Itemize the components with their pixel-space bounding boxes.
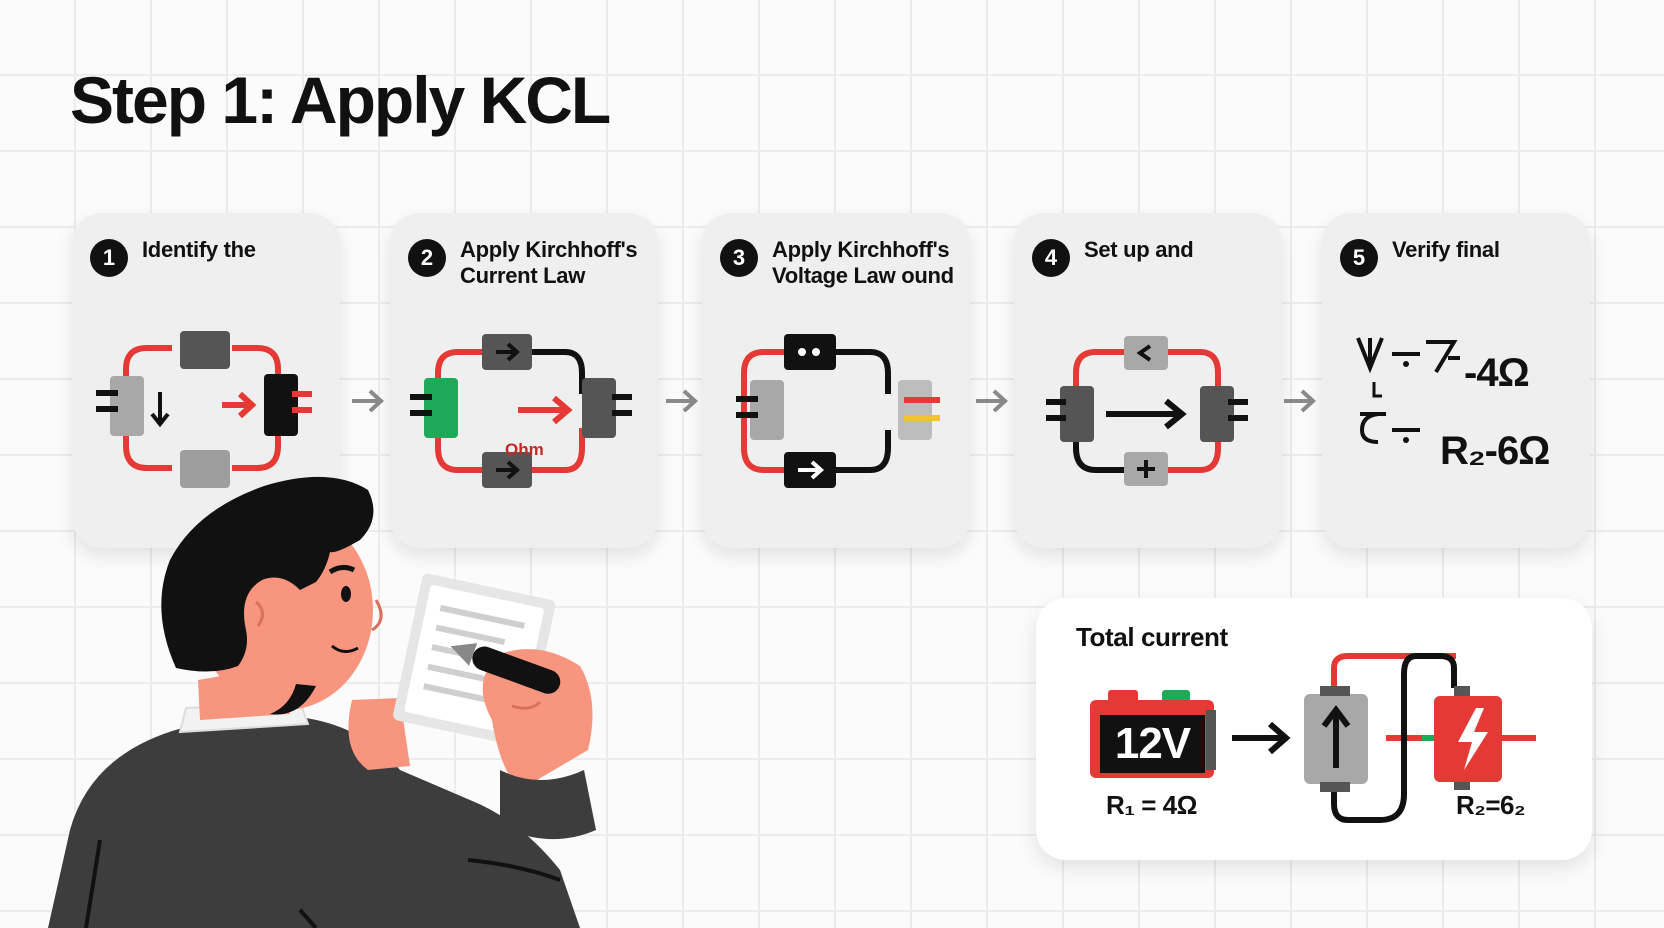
resistor-top xyxy=(180,331,230,369)
step-card-5: 5 Verify final -4Ω R₂-6Ω xyxy=(1322,213,1590,548)
page-title: Step 1: Apply KCL xyxy=(70,63,611,137)
ohm-annotation: Ohm xyxy=(505,440,544,459)
step-number-3: 3 xyxy=(720,239,758,277)
step-label-3: Apply Kirchhoff's Voltage Law ound xyxy=(772,237,954,288)
person-illustration xyxy=(48,476,596,928)
r1-label: R₁ = 4Ω xyxy=(1106,790,1197,820)
step-label-1: Identify the xyxy=(142,237,256,262)
battery-voltage: 12V xyxy=(1100,715,1205,773)
step-card-2: 2 Apply Kirchhoff's Current Law Ohm xyxy=(390,213,658,548)
component-green xyxy=(424,378,458,438)
circuit-diagram-4 xyxy=(1046,336,1248,486)
step-card-1: 1 Identify the xyxy=(72,213,340,548)
equation-line-1: -4Ω xyxy=(1464,351,1530,395)
step-card-3: 3 Apply Kirchhoff's Voltage Law ound xyxy=(702,213,970,548)
equation-glyphs xyxy=(1356,337,1460,444)
flow-arrow-1 xyxy=(352,389,384,413)
step-label-2: Apply Kirchhoff's Current Law xyxy=(460,237,638,288)
circuit-diagram-3 xyxy=(736,334,940,488)
step-card-4: 4 Set up and xyxy=(1014,213,1282,548)
total-current-title: Total current xyxy=(1076,622,1228,652)
equation-line-2: R₂-6Ω xyxy=(1440,429,1550,473)
pen-icon xyxy=(472,646,561,694)
flow-arrow-2 xyxy=(666,389,698,413)
total-current-panel: Total current 12V R₁ = 4Ω R₂=6₂ xyxy=(1036,598,1592,860)
step-number-1: 1 xyxy=(90,239,128,277)
step-number-4: 4 xyxy=(1032,239,1070,277)
flow-arrow-3 xyxy=(976,389,1008,413)
flow-arrow-4 xyxy=(1284,389,1316,413)
step-number-5: 5 xyxy=(1340,239,1378,277)
component-left xyxy=(110,376,144,436)
r2-label: R₂=6₂ xyxy=(1456,790,1526,820)
step-label-5: Verify final xyxy=(1392,237,1500,262)
circuit-diagram-1 xyxy=(96,331,312,488)
step-label-4: Set up and xyxy=(1084,237,1194,262)
resistor-bottom xyxy=(180,450,230,488)
circuit-diagram-2 xyxy=(410,334,632,488)
component-right xyxy=(264,374,298,436)
step-number-2: 2 xyxy=(408,239,446,277)
